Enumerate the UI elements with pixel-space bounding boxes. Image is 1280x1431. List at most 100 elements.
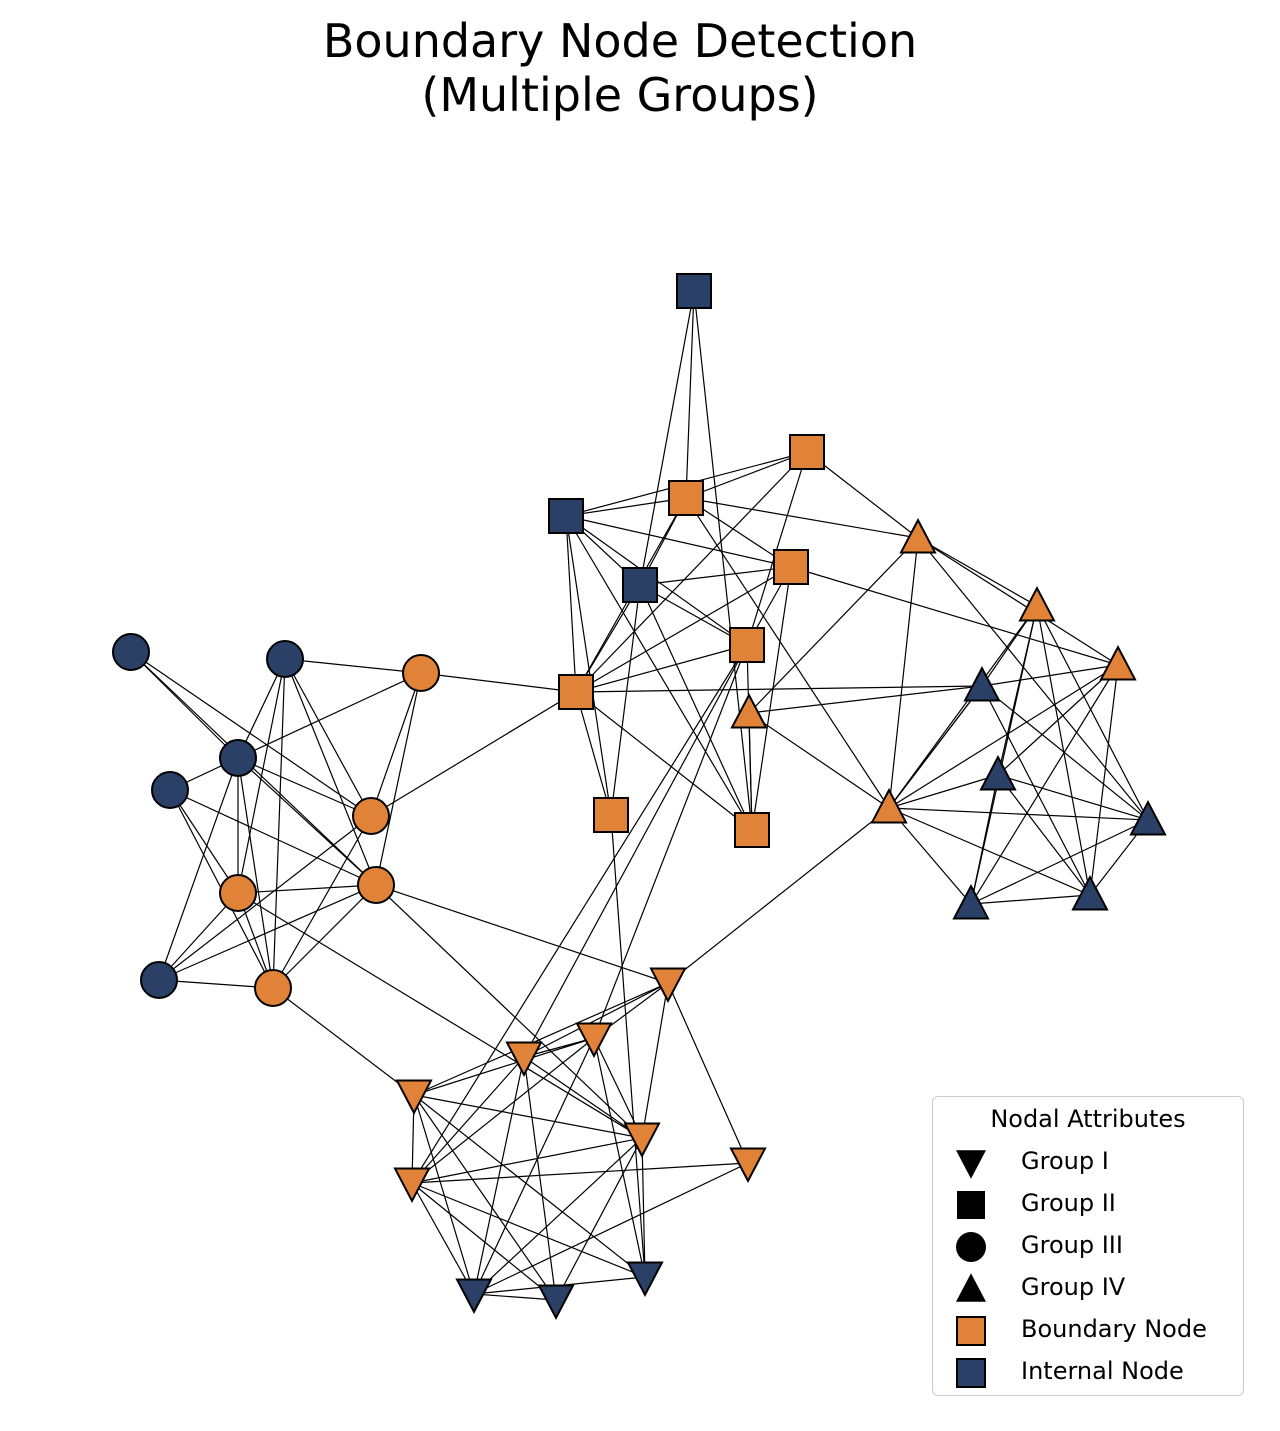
edge-t9-t10 xyxy=(970,894,1091,905)
edge-v3-v6 xyxy=(411,1056,525,1184)
node-c4-internal xyxy=(151,771,189,809)
node-c1-internal xyxy=(112,633,150,671)
square-icon xyxy=(956,1316,986,1346)
node-t7-boundary xyxy=(870,788,908,824)
legend-item-group-ii: Group II xyxy=(933,1183,1243,1225)
edge-v6-v9 xyxy=(411,1182,475,1295)
edge-s3-t7 xyxy=(685,497,890,809)
edge-v5-v8 xyxy=(641,1137,646,1278)
edge-v3-v5 xyxy=(523,1056,643,1139)
edge-c4-c9 xyxy=(169,789,377,886)
node-t3-internal xyxy=(963,666,1001,702)
legend-label: Group I xyxy=(1021,1147,1109,1175)
node-s10-boundary xyxy=(734,812,770,848)
edge-t1-t5 xyxy=(748,537,919,714)
edge-s1-s10 xyxy=(693,290,753,831)
node-c2-internal xyxy=(266,640,304,678)
edge-v5-v10 xyxy=(555,1137,643,1301)
node-c6-boundary xyxy=(402,654,440,692)
edge-c6-c9 xyxy=(375,672,422,886)
edge-t5-t3 xyxy=(748,685,983,714)
edge-t1-t2 xyxy=(917,537,1038,607)
edge-c3-c6 xyxy=(237,672,422,759)
edge-v3-v10 xyxy=(523,1056,557,1301)
chart-title-line1: Boundary Node Detection xyxy=(322,14,918,68)
node-v10-internal xyxy=(537,1284,575,1320)
edge-s7-s10 xyxy=(575,691,753,831)
edge-t7-t8 xyxy=(888,807,1149,821)
edge-s5-s10 xyxy=(639,584,753,831)
node-c7-boundary xyxy=(352,797,390,835)
node-t4-boundary xyxy=(1099,645,1137,681)
node-c8-boundary xyxy=(219,874,257,912)
node-s1-internal xyxy=(676,273,712,309)
edge-s6-s7 xyxy=(575,566,792,693)
node-s9-boundary xyxy=(593,797,629,833)
edge-t6-t10 xyxy=(997,774,1091,896)
edge-t4-t6 xyxy=(997,664,1119,776)
edge-t2-t8 xyxy=(1036,605,1149,821)
edge-c7-s7 xyxy=(370,691,577,817)
node-v5-boundary xyxy=(623,1122,661,1158)
edge-v3-v9 xyxy=(473,1056,525,1295)
node-v6-boundary xyxy=(393,1167,431,1203)
edge-v4-v8 xyxy=(413,1094,646,1278)
node-t8-internal xyxy=(1129,800,1167,836)
node-v8-internal xyxy=(626,1261,664,1297)
edge-layer xyxy=(130,290,1149,1301)
edge-c4-c8 xyxy=(169,789,239,894)
edge-v2-v5 xyxy=(593,1037,643,1139)
legend-item-group-iv: Group IV xyxy=(933,1267,1243,1309)
edge-s6-s10 xyxy=(751,566,792,831)
edge-c2-c8 xyxy=(237,658,286,894)
node-t6-internal xyxy=(979,755,1017,791)
legend-label: Internal Node xyxy=(1021,1357,1184,1385)
edge-v5-v9 xyxy=(473,1137,643,1295)
node-t10-internal xyxy=(1071,875,1109,911)
edge-t4-t3 xyxy=(981,664,1119,687)
legend-label: Boundary Node xyxy=(1021,1315,1207,1343)
edge-c2-c9 xyxy=(284,658,377,886)
edge-s10-t5 xyxy=(748,712,753,831)
node-v3-boundary xyxy=(505,1041,543,1077)
node-v2-boundary xyxy=(575,1022,613,1058)
node-c9-boundary xyxy=(357,866,395,904)
square-icon xyxy=(957,1191,985,1219)
triangle-up-icon xyxy=(956,1273,986,1302)
node-s2-boundary xyxy=(789,434,825,470)
edge-s3-t1 xyxy=(685,497,919,539)
edge-s2-s3 xyxy=(685,451,808,499)
node-s4-internal xyxy=(548,498,584,534)
legend-label: Group IV xyxy=(1021,1273,1126,1301)
edge-c5-c3 xyxy=(158,757,239,981)
legend-label: Group II xyxy=(1021,1189,1116,1217)
edge-t5-t7 xyxy=(748,712,890,809)
edge-v5-v6 xyxy=(411,1137,643,1184)
edge-t1-t8 xyxy=(917,537,1149,821)
edge-c9-v1 xyxy=(375,884,669,984)
edge-t2-t7 xyxy=(888,605,1038,809)
node-c3-internal xyxy=(219,739,257,777)
legend-title: Nodal Attributes xyxy=(990,1105,1186,1133)
edge-s3-s4 xyxy=(565,497,687,517)
circle-icon xyxy=(956,1232,986,1262)
node-c5-internal xyxy=(140,961,178,999)
edge-t8-t9 xyxy=(970,819,1149,905)
edge-t6-t9 xyxy=(970,774,999,905)
edge-s2-s8 xyxy=(746,451,808,646)
edge-s8-v6 xyxy=(411,644,748,1184)
edge-t2-t10 xyxy=(1036,605,1091,896)
edge-c2-c10 xyxy=(272,658,286,989)
edge-t4-t10 xyxy=(1089,664,1119,896)
node-s5-internal xyxy=(622,567,658,603)
edge-s2-s7 xyxy=(575,451,808,693)
edge-c5-c7 xyxy=(158,815,372,981)
edge-c7-c10 xyxy=(272,815,372,989)
edge-c8-v5 xyxy=(237,892,643,1139)
edge-s7-s8 xyxy=(575,644,748,693)
edge-v1-v4 xyxy=(413,982,669,1096)
edge-v2-v8 xyxy=(593,1037,646,1278)
node-v4-boundary xyxy=(395,1079,433,1115)
edge-t3-t10 xyxy=(981,685,1091,896)
